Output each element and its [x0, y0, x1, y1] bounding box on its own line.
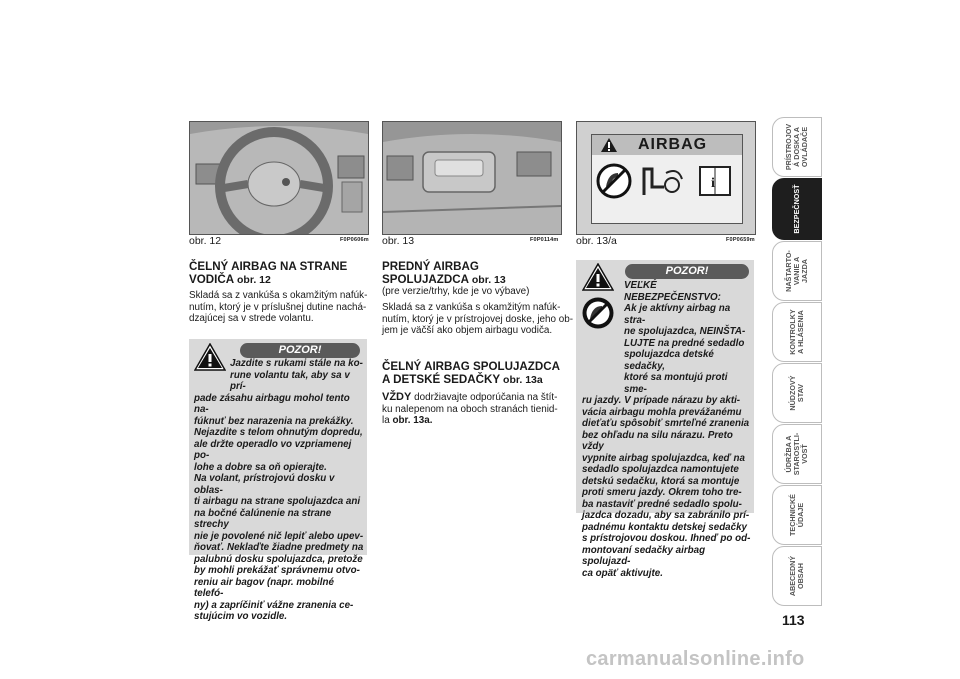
tab-udrzba[interactable]: ÚDRŽBA A STAROSTLI- VOSŤ [772, 424, 822, 484]
tab-label: ÚDRŽBA A STAROSTLI- VOSŤ [784, 432, 809, 476]
label-header-bar [592, 135, 742, 155]
tab-label: BEZPEČNOSŤ [792, 184, 801, 234]
tab-technicke-udaje[interactable]: TECHNICKÉ ÚDAJE [772, 485, 822, 545]
figure-13-code: F0P0114m [530, 237, 559, 243]
tab-kontrolky[interactable]: KONTROLKY A HLÁSENIA [772, 302, 822, 362]
warning-triangle-icon [582, 263, 614, 291]
figure-13-dashboard-photo [382, 121, 562, 235]
tab-label: ABECEDNÝ OBSAH [788, 555, 805, 597]
figure-13-caption: obr. 13 [382, 235, 415, 247]
child-seat-heading: ČELNÝ AIRBAG SPOLUJAZDCA A DETSKÉ SEDAČK… [382, 360, 560, 386]
driver-airbag-heading: ČELNÝ AIRBAG NA STRANE VODIČA obr. 12 [189, 260, 348, 286]
label-plate: AIRBAG i [591, 134, 743, 224]
child-seat-body: VŽDY dodržiavajte odporúčania na štít- k… [382, 391, 558, 427]
tab-label: PRÍSTROJOV Á DOSKA A OVLÁDAČE [784, 123, 809, 171]
figure-12-steering-wheel-photo [189, 121, 369, 235]
passenger-airbag-body: Skladá sa z vankúša s okamžitým nafúk- n… [382, 302, 574, 337]
tab-label: NÚDZOVÝ STAV [788, 375, 805, 411]
figure-13a-code: F0P0659m [726, 237, 755, 243]
page-number: 113 [782, 612, 805, 628]
tab-label: KONTROLKY A HLÁSENIA [788, 309, 805, 355]
airbag-label-text: AIRBAG [638, 136, 708, 153]
warning-triangle-icon [194, 343, 226, 371]
tab-label: TECHNICKÉ ÚDAJE [788, 494, 805, 536]
manual-book-icon: i [699, 166, 731, 196]
figure-12-caption: obr. 12 [189, 235, 222, 247]
watermark: carmanualsonline.info [586, 648, 805, 670]
steering-wheel-illustration [190, 122, 368, 234]
passenger-warning-text: VEĽKÉ NEBEZPEČENSTVO: Ak je aktívny airb… [582, 280, 751, 579]
dashboard-illustration [383, 122, 561, 234]
driver-warning-box [189, 339, 367, 555]
driver-airbag-body: Skladá sa z vankúša s okamžitým nafúk- n… [189, 290, 368, 325]
svg-text:i: i [711, 176, 715, 191]
tab-nastartovanie[interactable]: NAŠTARTO- VANIE A JAZDA [772, 241, 822, 301]
driver-warning-title: POZOR! [240, 343, 360, 358]
no-rear-facing-child-seat-icon [582, 297, 614, 329]
passenger-warning-title: POZOR! [625, 264, 749, 279]
tab-pristrojova-doska[interactable]: PRÍSTROJOV Á DOSKA A OVLÁDAČE [772, 117, 822, 177]
warning-triangle-icon [601, 138, 617, 152]
figure-13a-airbag-label: AIRBAG i [576, 121, 756, 235]
tab-nudzovy-stav[interactable]: NÚDZOVÝ STAV [772, 363, 822, 423]
no-child-seat-icon [596, 163, 632, 199]
tab-abecedny-obsah[interactable]: ABECEDNÝ OBSAH [772, 546, 822, 606]
driver-warning-text: Jazdite s rukami stále na ko- rune volan… [194, 358, 364, 622]
tab-bezpecnost[interactable]: BEZPEČNOSŤ [772, 178, 822, 240]
passenger-airbag-heading: PREDNÝ AIRBAG SPOLUJAZDCA obr. 13 [382, 260, 506, 286]
tab-label: NAŠTARTO- VANIE A JAZDA [784, 250, 809, 292]
figure-12-code: F0P0606m [340, 237, 369, 243]
figure-13a-caption: obr. 13/a [576, 235, 617, 247]
seat-airbag-icon [642, 167, 683, 195]
passenger-airbag-subtitle: (pre verzie/trhy, kde je vo výbave) [382, 286, 530, 297]
